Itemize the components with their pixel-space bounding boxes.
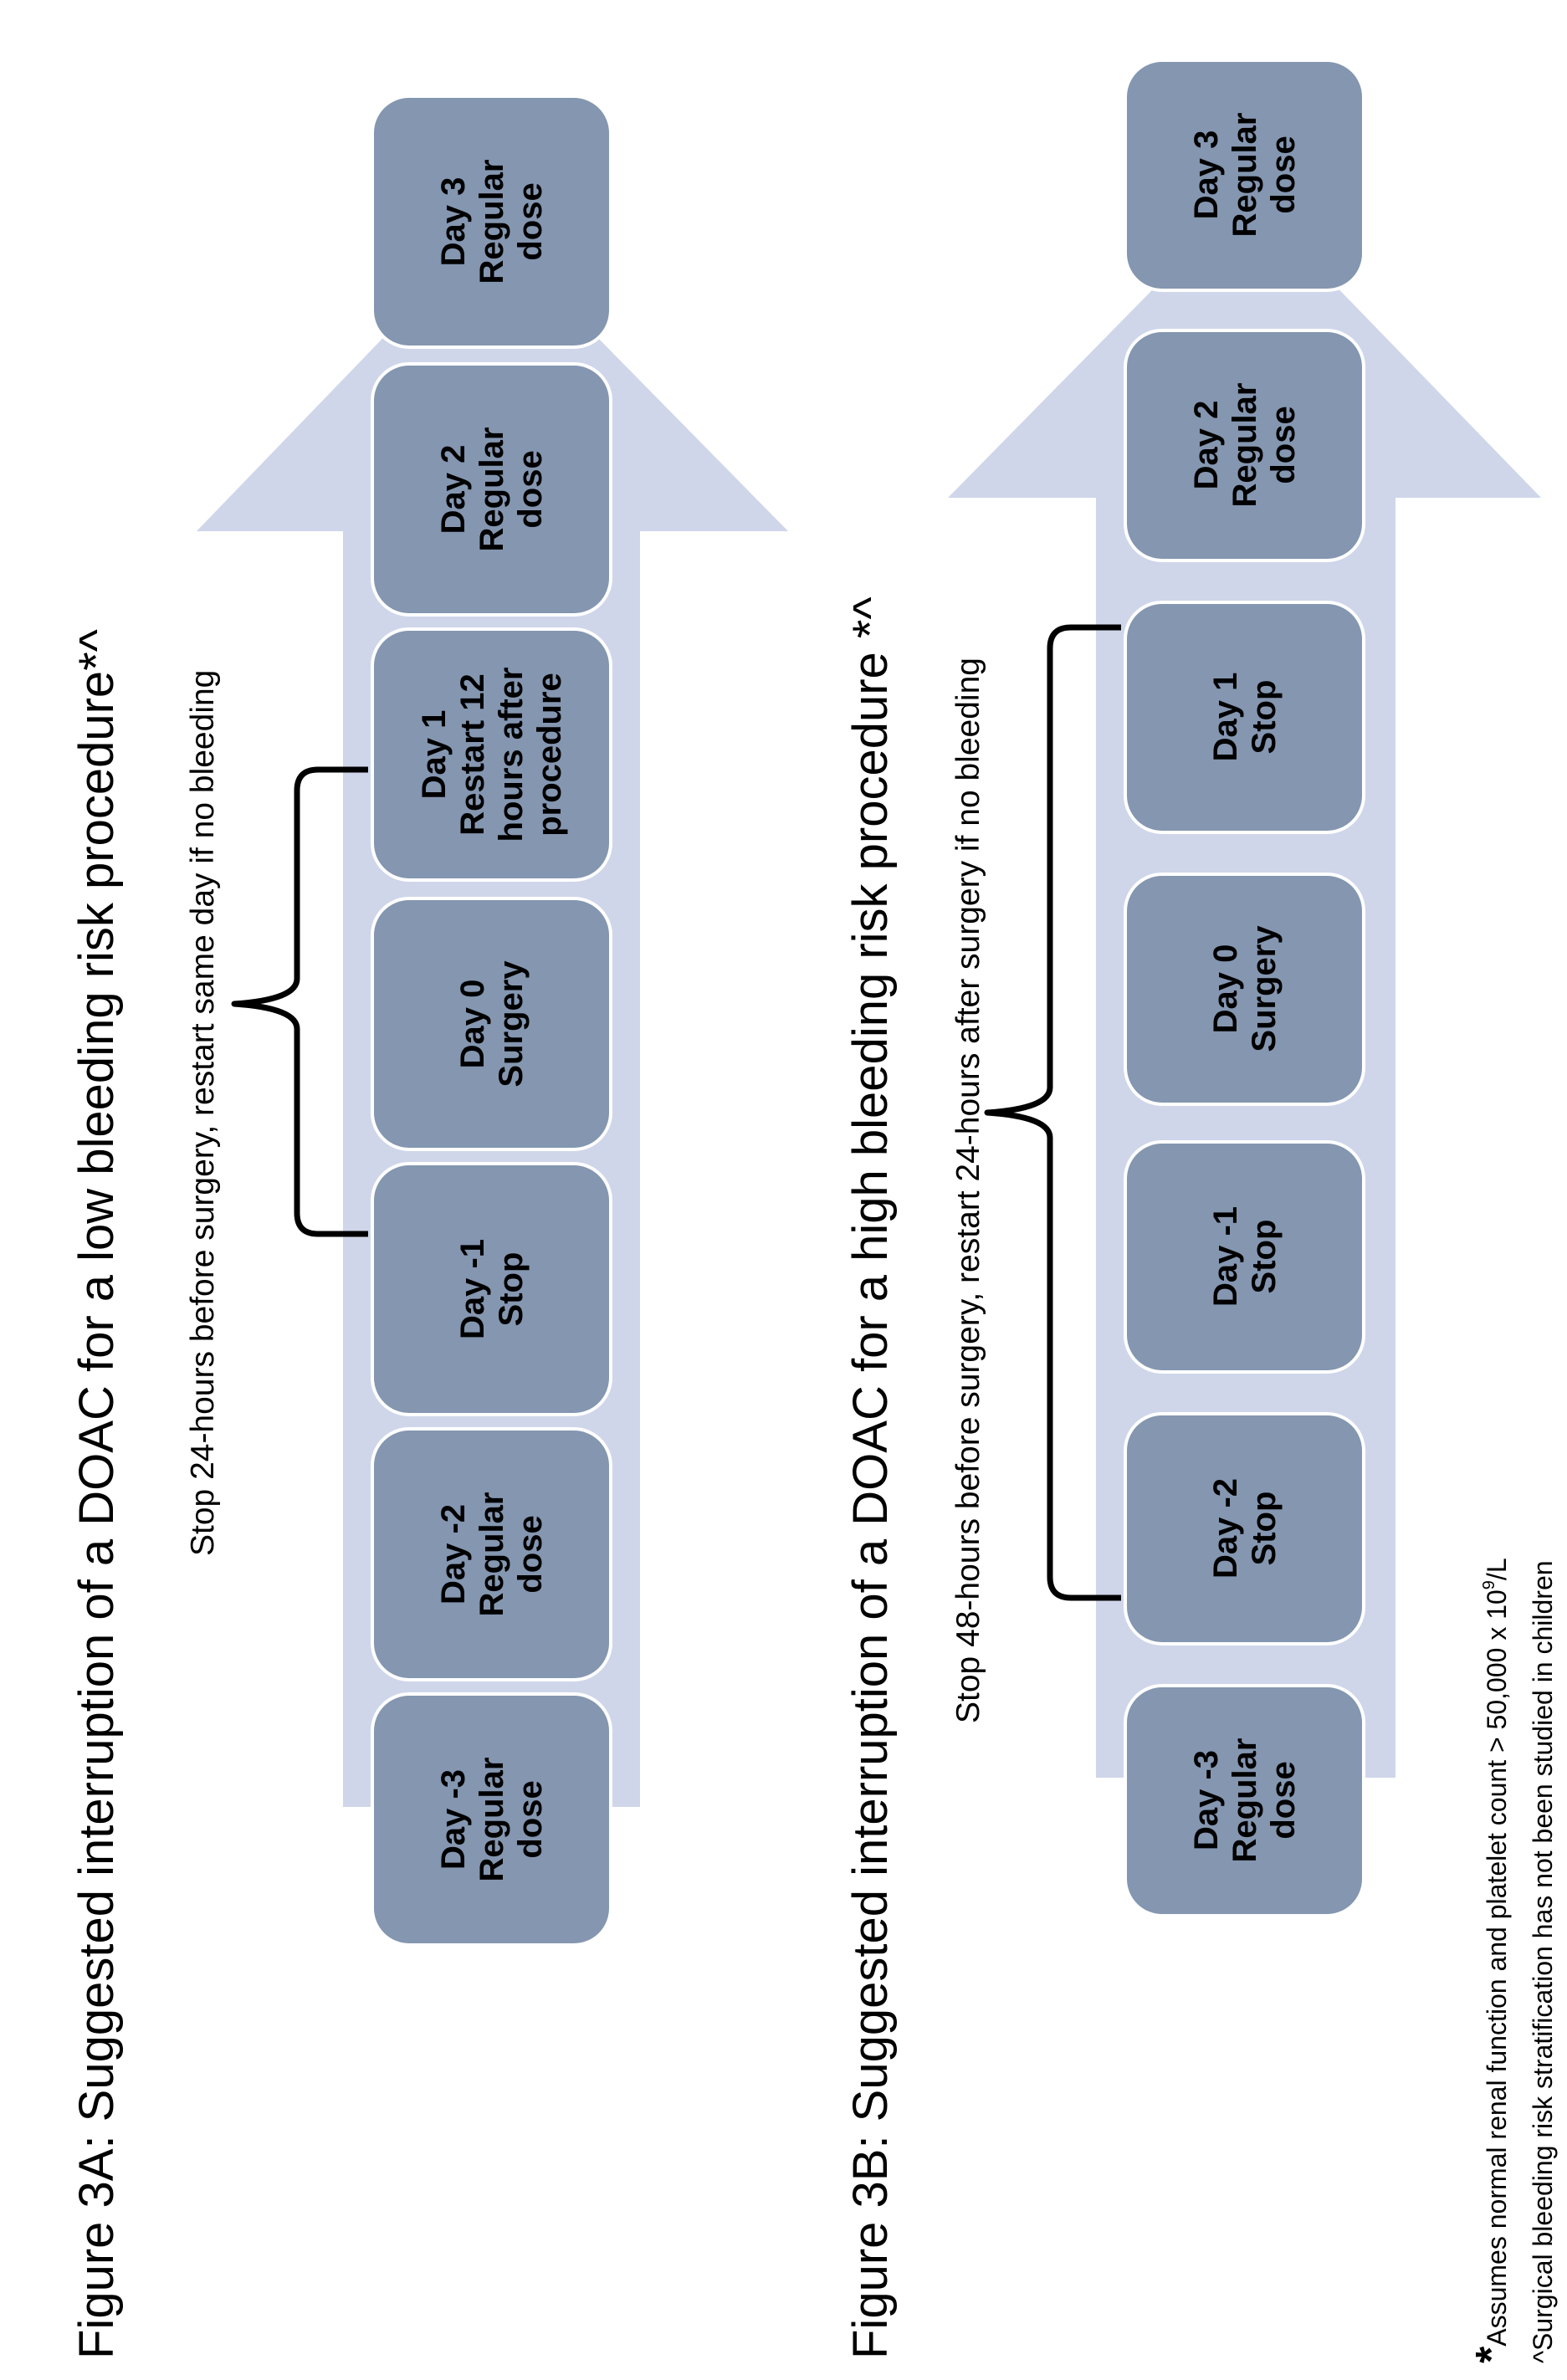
- svg-text:dose: dose: [512, 1515, 549, 1593]
- svg-text:Day -3: Day -3: [435, 1769, 472, 1870]
- figure-3b-box-day-minus-2: [1124, 1412, 1365, 1646]
- svg-text:Day 0: Day 0: [1207, 944, 1244, 1034]
- svg-text:Day -2: Day -2: [435, 1504, 472, 1605]
- svg-text:Regular: Regular: [474, 427, 510, 552]
- figure-3a-box-day-minus-3: [371, 1692, 612, 1947]
- footnote-1-sup: 9: [1480, 1580, 1498, 1589]
- svg-text:Stop: Stop: [493, 1252, 530, 1327]
- figure-3a-box-day-0: [371, 897, 612, 1151]
- figure-3b-box-day-0: [1124, 873, 1365, 1106]
- svg-text:Surgery: Surgery: [1246, 925, 1283, 1052]
- figure-3b-label-day-minus-1: Day -1 Stop: [1207, 1206, 1283, 1307]
- svg-text:Regular: Regular: [1226, 383, 1263, 508]
- figure-3a-label-day-minus-2: Day -2 Regular dose: [435, 1492, 549, 1617]
- footnote-1: *Assumes normal renal function and plate…: [1467, 1558, 1516, 2363]
- svg-text:Day 1: Day 1: [416, 710, 453, 800]
- figure-3a: Day -3 Regular dose Day -2 Regular dose …: [69, 95, 788, 2359]
- figure-3a-label-day-minus-1: Day -1 Stop: [454, 1239, 530, 1339]
- svg-text:dose: dose: [1265, 406, 1302, 484]
- svg-text:Day 2: Day 2: [435, 445, 472, 535]
- footnote-1-tail: /L: [1482, 1558, 1512, 1580]
- svg-text:dose: dose: [1265, 136, 1302, 213]
- figure-3b-label-day-0: Day 0 Surgery: [1207, 925, 1283, 1052]
- figure-3b-boxes: [1124, 59, 1365, 1917]
- figure-3b-label-day-3: Day 3 Regular dose: [1188, 113, 1302, 238]
- figure-3b-label-day-minus-3: Day -3 Regular dose: [1188, 1738, 1302, 1863]
- svg-text:Restart 12: Restart 12: [454, 673, 491, 835]
- svg-text:Stop: Stop: [1246, 680, 1283, 755]
- figure-3b-brace: [984, 624, 1121, 1601]
- figure-3a-label-day-0: Day 0 Surgery: [454, 960, 530, 1088]
- figure-3b-label-day-minus-2: Day -2 Stop: [1207, 1478, 1283, 1579]
- svg-text:dose: dose: [512, 450, 549, 528]
- footnote-2: ^Surgical bleeding risk stratification h…: [1528, 1560, 1558, 2363]
- svg-text:Day 2: Day 2: [1188, 401, 1225, 490]
- figure-3a-label-day-2: Day 2 Regular dose: [435, 427, 549, 552]
- svg-text:Stop: Stop: [1246, 1220, 1283, 1294]
- svg-text:dose: dose: [1265, 1761, 1302, 1839]
- figure-3a-box-day-2: [371, 362, 612, 617]
- figure-3a-box-day-1: [371, 627, 612, 882]
- figure-3b-box-day-minus-1: [1124, 1140, 1365, 1374]
- figure-3b-label-day-1: Day 1 Stop: [1207, 673, 1283, 762]
- svg-text:procedure: procedure: [531, 673, 568, 837]
- svg-text:Day -3: Day -3: [1188, 1750, 1225, 1850]
- footnote-1-symbol: *: [1467, 2346, 1516, 2363]
- figure-3a-brace: [231, 766, 368, 1237]
- figure-3a-box-day-3: [371, 95, 612, 349]
- svg-text:Day -2: Day -2: [1207, 1478, 1244, 1579]
- svg-text:dose: dose: [512, 182, 549, 260]
- figure-3a-title: Figure 3A: Suggested interruption of a D…: [69, 629, 124, 2359]
- figure-3a-box-day-minus-1: [371, 1162, 612, 1416]
- svg-text:Surgery: Surgery: [493, 960, 530, 1088]
- figure-3b-box-day-minus-3: [1124, 1684, 1365, 1917]
- figure-3a-label-day-minus-3: Day -3 Regular dose: [435, 1758, 549, 1882]
- svg-text:Regular: Regular: [474, 160, 510, 284]
- figure-3b-box-day-1: [1124, 601, 1365, 834]
- svg-text:dose: dose: [512, 1780, 549, 1858]
- svg-text:Day -1: Day -1: [1207, 1206, 1244, 1307]
- figure-3a-note: Stop 24-hours before surgery, restart sa…: [185, 670, 221, 1556]
- figure-3b-box-day-3: [1124, 59, 1365, 292]
- svg-text:Regular: Regular: [474, 1492, 510, 1617]
- figure-3b-box-day-2: [1124, 329, 1365, 562]
- figure-3b: Day -3 Regular dose Day -2 Stop Day -1 S…: [843, 59, 1541, 2359]
- figure-3a-label-day-3: Day 3 Regular dose: [435, 160, 549, 284]
- figure-3a-boxes: [371, 95, 612, 1947]
- svg-text:Regular: Regular: [1226, 1738, 1263, 1863]
- svg-text:Day 0: Day 0: [454, 980, 491, 1069]
- svg-text:hours after: hours after: [493, 668, 530, 842]
- svg-text:Day 3: Day 3: [435, 177, 472, 267]
- figure-3b-label-day-2: Day 2 Regular dose: [1188, 383, 1302, 508]
- figure-3b-title: Figure 3B: Suggested interruption of a D…: [843, 596, 898, 2359]
- svg-text:Day 3: Day 3: [1188, 131, 1225, 220]
- footnotes: *Assumes normal renal function and plate…: [1467, 1558, 1558, 2363]
- figure-3b-note: Stop 48-hours before surgery, restart 24…: [950, 658, 986, 1723]
- svg-text:Day -1: Day -1: [454, 1239, 491, 1339]
- svg-text:Day 1: Day 1: [1207, 673, 1244, 762]
- svg-text:Stop: Stop: [1246, 1492, 1283, 1566]
- figure-3a-label-day-1: Day 1 Restart 12 hours after procedure: [416, 668, 568, 842]
- figure-3a-box-day-minus-2: [371, 1427, 612, 1681]
- svg-text:Regular: Regular: [1226, 113, 1263, 238]
- svg-text:Regular: Regular: [474, 1758, 510, 1882]
- footnote-1-text: Assumes normal renal function and platel…: [1482, 1589, 1512, 2347]
